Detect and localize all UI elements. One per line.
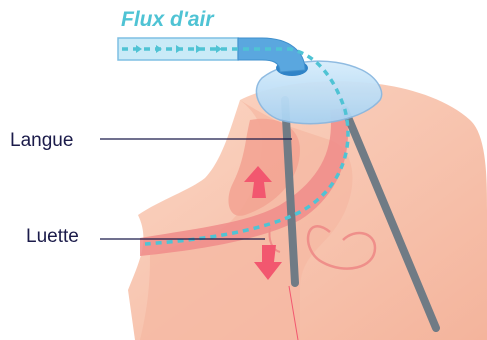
uvula-label: Luette [26,226,79,248]
air-tube-elbow [238,38,305,72]
tongue-label: Langue [10,130,73,152]
airflow-label: Flux d'air [121,8,214,32]
